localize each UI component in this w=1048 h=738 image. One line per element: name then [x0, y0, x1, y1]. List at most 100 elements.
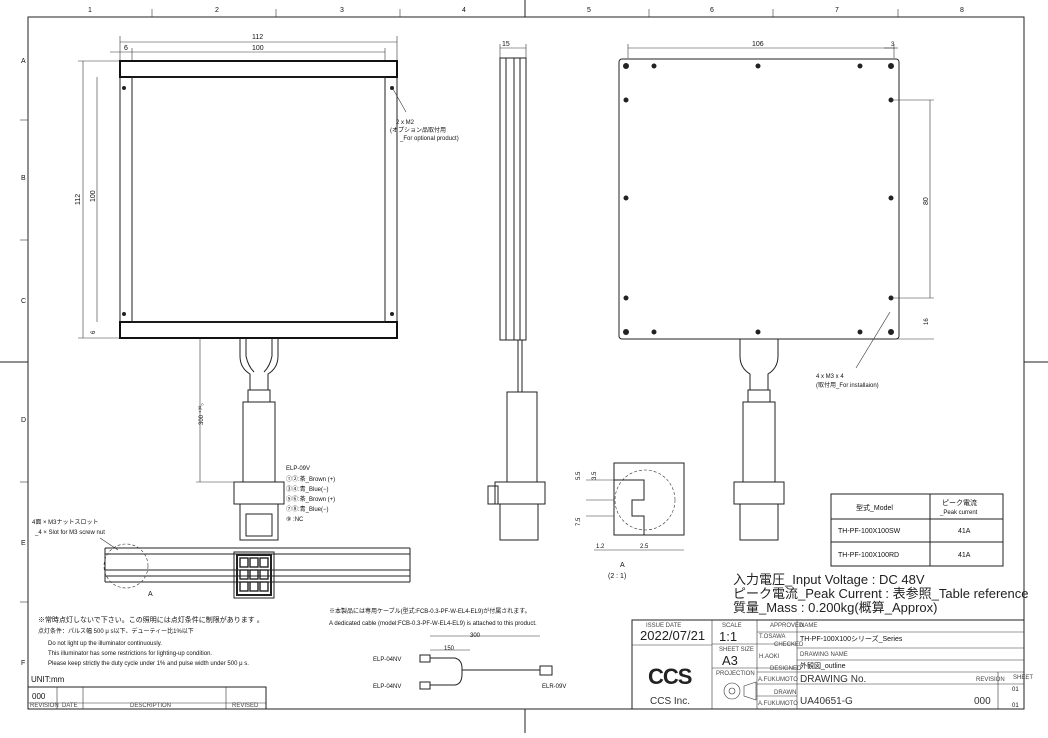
scale-value: 1:1: [719, 629, 737, 644]
detail-a: 5.5 3.5 7.5 1.2 2.5 A (2 : 1): [576, 462, 685, 580]
front-view: 112 100 6 112 100 6 2 x M2 (オプション品取付用 _F…: [75, 34, 459, 541]
detail-dim-3-5: 3.5: [592, 471, 598, 480]
approved-name: T.OSAWA: [759, 634, 786, 640]
connector-pin: ③④:青_Blue(−): [286, 485, 329, 493]
logo-text: CCS: [648, 664, 692, 689]
note-line: This illuminator has some restrictions f…: [48, 651, 212, 657]
spec-current: 41A: [958, 552, 971, 559]
spec-model: TH-PF-100X100SW: [838, 528, 901, 535]
grid-col-label: 3: [340, 7, 344, 14]
grid-col-label: 6: [710, 7, 714, 14]
grid-col-label: 4: [462, 7, 466, 14]
grid-row-label: F: [21, 660, 25, 667]
cable-end-left-top: ELP-04NV: [373, 657, 401, 663]
sheet-a: 01: [1012, 687, 1019, 693]
issue-date: 2022/07/21: [640, 628, 705, 643]
approved-label: APPROVED: [770, 623, 804, 629]
drawing-name-label: DRAWING NAME: [800, 652, 848, 658]
slot-note-en: _4 × Slot for M3 screw nut: [34, 530, 105, 536]
grid-col-label: 1: [88, 7, 92, 14]
note-line: Do not light up the illuminator continuo…: [48, 641, 162, 647]
dim-cable-length: 300 ⁺³⁰₀: [198, 403, 205, 425]
name-label: NAME: [800, 623, 817, 629]
connector-pin: ⑦⑧:青_Blue(−): [286, 505, 329, 513]
spec-line: 入力電圧_Input Voltage : DC 48V: [733, 572, 925, 587]
detail-dim-5-5: 5.5: [576, 471, 582, 480]
grid-columns: 1 2 3 4 5 6 7 8: [88, 7, 964, 17]
designed-label: DESIGNED: [770, 666, 802, 672]
grid-row-label: E: [21, 540, 26, 547]
drawing-no-label: DRAWING No.: [800, 674, 866, 685]
drawn-name: A.FUKUMOTO: [758, 701, 798, 707]
grid-col-label: 7: [835, 7, 839, 14]
revision-header: REVISION: [30, 703, 59, 709]
spec-current: 41A: [958, 528, 971, 535]
grid-row-label: B: [21, 175, 26, 182]
sheet-size: A3: [722, 653, 738, 668]
detail-dim-2-5: 2.5: [640, 544, 649, 550]
note-line: ※常時点灯しないで下さい。この照明には点灯条件に制限があります 。: [38, 615, 264, 624]
usage-notes: ※常時点灯しないで下さい。この照明には点灯条件に制限があります 。 点灯条件：パ…: [38, 615, 264, 667]
grid-rows: A B C D E F: [20, 58, 28, 667]
cable-diagram: ※本製品には専用ケーブル(型式:FCB-0.3-PF-W-EL4-EL9)が付属…: [329, 607, 566, 690]
hole-note-line: _For optional product): [399, 136, 459, 142]
connector-pinout: ELP-09V ①②:茶_Brown (+) ③④:青_Blue(−) ⑤⑥:茶…: [286, 466, 335, 523]
grid-col-label: 5: [587, 7, 591, 14]
grid-row-label: C: [21, 298, 26, 305]
dim-rear-bottom: 16: [924, 318, 930, 325]
revision-header: DESCRIPTION: [130, 703, 171, 709]
revision-value: 000: [32, 692, 46, 701]
cable-note-en: A dedicated cable (model:FCB-0.3-PF-W-EL…: [329, 621, 537, 627]
dim-rear-edge: 3: [891, 42, 895, 48]
sheet-b: 01: [1012, 703, 1019, 709]
title-block: ISSUE DATE 2022/07/21 SCALE 1:1 SHEET SI…: [631, 619, 1033, 710]
spec-line: ピーク電流_Peak Current : 表参照_Table reference: [733, 586, 1029, 601]
detail-label: A: [620, 562, 625, 569]
slot-detail-marker: A: [148, 591, 153, 598]
connector-pin: ⑤⑥:茶_Brown (+): [286, 495, 335, 503]
svg-text:ピーク電流: ピーク電流: [942, 498, 977, 507]
revision-value: 000: [974, 696, 991, 707]
dim-rear-width: 106: [752, 41, 764, 48]
drawn-label: DRAWN: [774, 690, 796, 696]
revision-header: REVISED: [232, 703, 259, 709]
note-line: Please keep strictly the duty cycle unde…: [48, 661, 249, 667]
dim-bottom-margin: 6: [91, 330, 97, 334]
scale-label: SCALE: [722, 623, 742, 629]
hole-note-line: 2 x M2: [396, 120, 415, 126]
checked-name: H.AOKI: [759, 654, 780, 660]
connector-pin: ①②:茶_Brown (+): [286, 475, 335, 483]
dim-rear-height: 80: [923, 197, 930, 205]
dim-overall-height: 112: [75, 194, 82, 205]
cable-dim-branch: 150: [444, 646, 455, 652]
slot-view: 4面 × M3ナットスロット _4 × Slot for M3 screw nu…: [32, 519, 411, 599]
grid-col-label: 2: [215, 7, 219, 14]
dim-margin: 6: [124, 45, 128, 52]
drawing-frame: [27, 16, 1025, 710]
detail-dim-1-2: 1.2: [596, 544, 605, 550]
svg-text:_Peak current: _Peak current: [939, 510, 978, 516]
rear-view: 106 3 80 16 4 x M3 x 4 (取付用_For installa…: [618, 41, 934, 541]
mount-note-line: 4 x M3 x 4: [816, 374, 844, 380]
grid-col-label: 8: [960, 7, 964, 14]
unit-label: UNIT:mm: [31, 675, 65, 684]
dim-inner-width: 100: [252, 45, 264, 52]
input-specs: 入力電圧_Input Voltage : DC 48V ピーク電流_Peak C…: [733, 572, 1029, 615]
projection-icon: [723, 681, 757, 701]
drawing-name: 外観図_outline: [800, 661, 846, 670]
sheet-size-label: SHEET SIZE: [719, 647, 754, 653]
checked-label: CHECKED: [774, 642, 804, 648]
dim-overall-width: 112: [252, 34, 263, 41]
detail-scale: (2 : 1): [608, 573, 626, 580]
dim-inner-height: 100: [90, 190, 97, 202]
cable-note-jp: ※本製品には専用ケーブル(型式:FCB-0.3-PF-W-EL4-EL9)が付属…: [329, 607, 531, 615]
grid-row-label: D: [21, 417, 26, 424]
projection-label: PROJECTION: [716, 671, 755, 677]
spec-header-model: 型式_Model: [856, 503, 893, 512]
designed-name: A.FUKUMOTO: [758, 677, 798, 683]
mount-note-line: (取付用_For installaion): [816, 381, 879, 389]
sheet-label: SHEET: [1013, 675, 1033, 681]
spec-line: 質量_Mass : 0.200kg(概算_Approx): [733, 600, 937, 615]
